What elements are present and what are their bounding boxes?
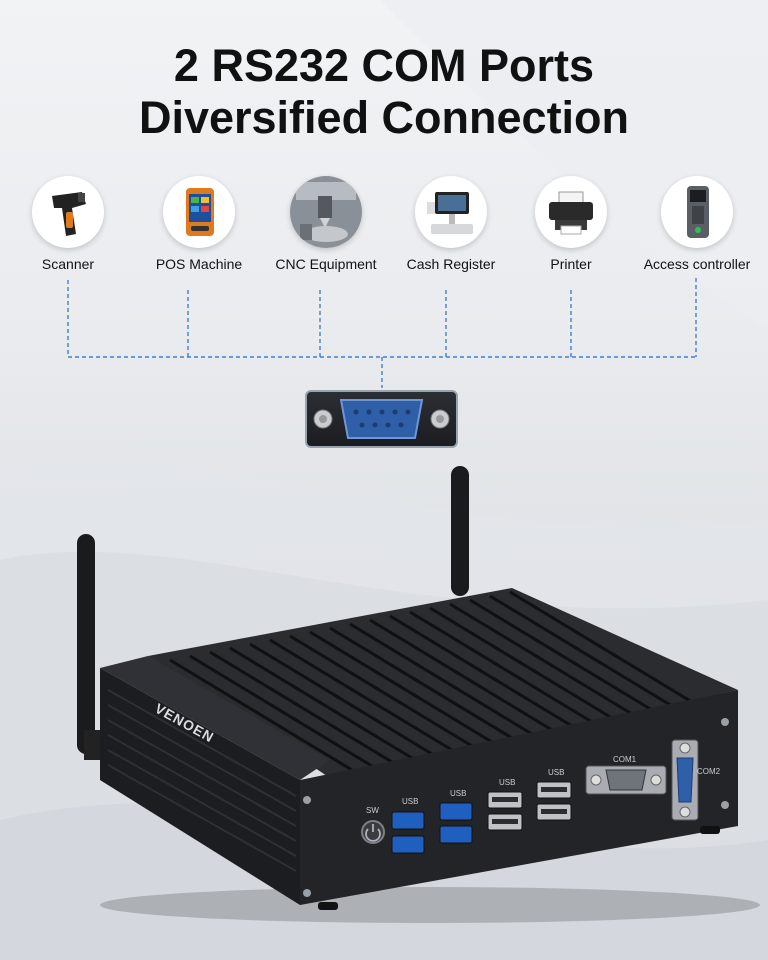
device-cash-register: Cash Register <box>391 176 511 272</box>
usb-port-group-4 <box>536 781 572 821</box>
antenna-right <box>451 466 469 596</box>
device-label: Printer <box>550 256 592 272</box>
device-pos-machine: POS Machine <box>139 176 259 272</box>
usb-label-4: USB <box>548 768 565 777</box>
device-scanner: Scanner <box>8 176 128 272</box>
usb-port-group-3 <box>487 791 523 831</box>
usb-label-3: USB <box>499 778 516 787</box>
com2-label: COM2 <box>697 767 721 776</box>
cash-register-icon <box>415 176 487 248</box>
usb-port-group-1 <box>391 811 425 854</box>
device-label: Cash Register <box>406 256 496 272</box>
device-printer: Printer <box>511 176 631 272</box>
headline-line-1: 2 RS232 COM Ports <box>173 40 595 91</box>
com1-label: COM1 <box>613 755 637 764</box>
antenna-left <box>77 534 100 760</box>
cnc-equipment-icon <box>290 176 362 248</box>
device-label: POS Machine <box>155 256 243 272</box>
headline: 2 RS232 COM Ports Diversified Connection <box>0 40 768 144</box>
barcode-scanner-icon <box>32 176 104 248</box>
usb-label-1: USB <box>402 797 419 806</box>
sw-label: SW <box>366 806 379 815</box>
headline-line-2: Diversified Connection <box>138 92 630 143</box>
device-cnc-equipment: CNC Equipment <box>266 176 386 272</box>
device-access-controller: Access controller <box>642 176 752 272</box>
device-label: CNC Equipment <box>275 256 377 272</box>
device-label: Access controller <box>643 256 751 272</box>
access-controller-icon <box>661 176 733 248</box>
rs232-connector-closeup <box>305 390 458 448</box>
device-label: Scanner <box>41 256 95 272</box>
usb-port-group-2 <box>439 802 473 844</box>
usb-label-2: USB <box>450 789 467 798</box>
printer-icon <box>535 176 607 248</box>
com1-port <box>585 765 667 795</box>
com2-port <box>671 739 699 821</box>
pos-machine-icon <box>163 176 235 248</box>
